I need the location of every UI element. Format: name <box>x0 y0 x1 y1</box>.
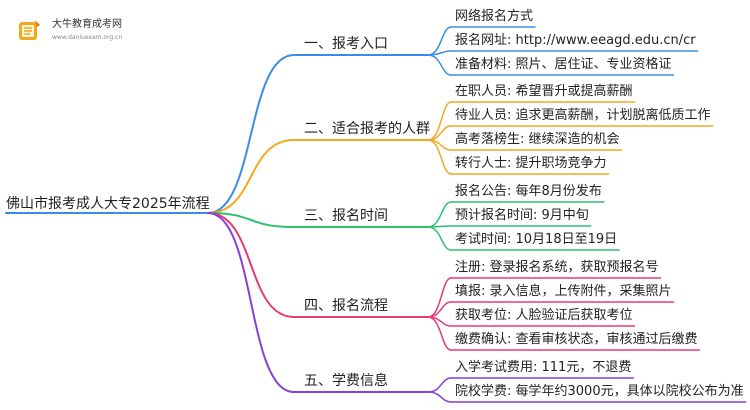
leaf-connector-2-4 <box>427 139 452 175</box>
logo-domain: www.daniuexam.org.cn <box>52 34 123 41</box>
leaf-connector-2-2 <box>427 125 452 141</box>
branch-connector-1 <box>207 54 429 214</box>
leaf-connector-5-2 <box>427 391 452 403</box>
leaf-label-1-1: 网络报名方式 <box>455 9 534 24</box>
leaf-label-2-1: 在职人员: 希望晋升或提高薪酬 <box>455 84 633 99</box>
leaf-label-5-1: 入学考试费用: 111元，不退费 <box>455 360 632 375</box>
branch-label-4: 四、报名流程 <box>304 298 388 314</box>
leaf-label-4-2: 填报: 录入信息，上传附件，采集照片 <box>455 284 672 299</box>
branch-label-3: 三、报名时间 <box>304 208 388 224</box>
branch-connector-4 <box>207 212 429 318</box>
root-topic: 佛山市报考成人大专2025年流程 <box>6 196 210 212</box>
leaf-label-4-1: 注册: 登录报名系统，获取预报名号 <box>455 260 659 275</box>
branch-connector-3 <box>207 212 429 228</box>
leaf-connector-4-1 <box>427 277 452 318</box>
leaf-connector-1-2 <box>427 50 452 56</box>
logo-name: 大牛教育成考网 <box>52 19 122 30</box>
site-logo: 大牛教育成考网 www.daniuexam.org.cn <box>16 18 156 46</box>
leaf-label-1-2: 报名网址: http://www.eeagd.edu.cn/cr <box>455 33 696 48</box>
leaf-connector-5-1 <box>427 377 452 393</box>
leaf-label-4-4: 缴费确认: 查看审核状态，审核通过后缴费 <box>455 332 698 347</box>
leaf-connector-4-4 <box>427 316 452 351</box>
leaf-label-4-3: 获取考位: 人脸验证后获取考位 <box>455 308 633 323</box>
branch-label-5: 五、学费信息 <box>304 373 388 389</box>
branch-label-1: 一、报考入口 <box>304 36 388 52</box>
book-logo-icon <box>19 20 40 40</box>
leaf-label-3-1: 报名公告: 每年8月份发布 <box>455 184 602 199</box>
leaf-connector-3-1 <box>427 201 452 228</box>
branch-connector-5 <box>207 212 429 393</box>
leaf-label-2-3: 高考落榜生: 继续深造的机会 <box>455 132 620 147</box>
branch-label-2: 二、适合报考的人群 <box>304 121 430 137</box>
leaf-label-5-2: 院校学费: 每学年约3000元，具体以院校公布为准 <box>455 384 744 399</box>
leaf-connector-3-3 <box>427 226 452 251</box>
leaf-connector-1-3 <box>427 54 452 76</box>
leaf-connector-2-1 <box>427 101 452 141</box>
leaf-label-2-4: 转行人士: 提升职场竞争力 <box>455 156 607 171</box>
leaf-label-1-3: 准备材料: 照片、居住证、专业资格证 <box>455 57 672 72</box>
leaf-label-2-2: 待业人员: 追求更高薪酬，计划脱离低质工作 <box>455 108 711 123</box>
leaf-label-3-2: 预计报名时间: 9月中旬 <box>455 208 589 223</box>
branch-connector-2 <box>207 139 429 214</box>
leaf-label-3-3: 考试时间: 10月18日至19日 <box>455 232 618 247</box>
